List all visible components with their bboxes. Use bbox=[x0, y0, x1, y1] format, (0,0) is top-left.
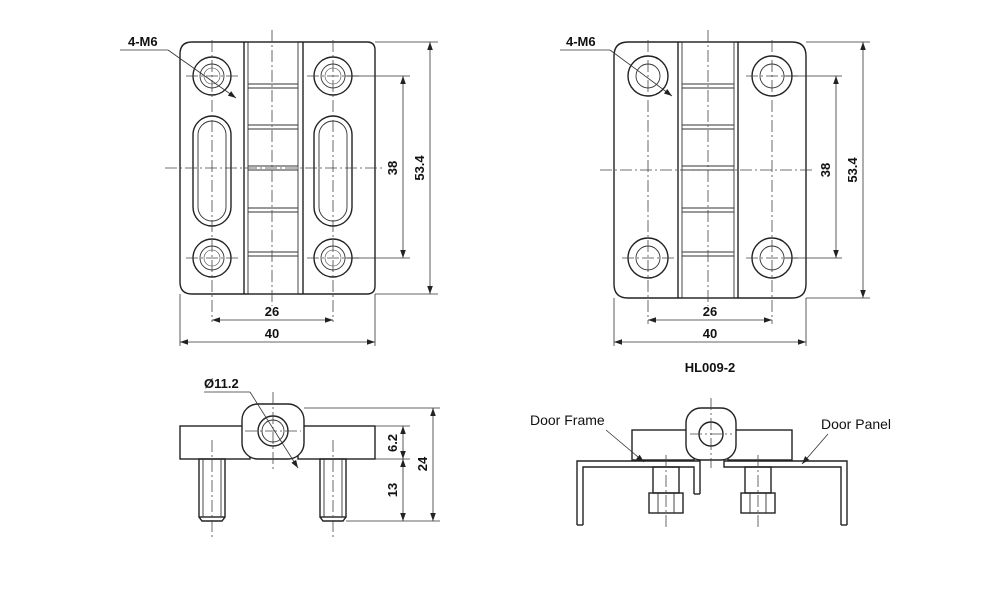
side-view: Ø11.2 6.2 13 24 bbox=[179, 376, 440, 540]
dim-plate-thickness: 6.2 bbox=[385, 434, 400, 452]
dim-width-holes: 26 bbox=[703, 304, 717, 319]
front-view-slotted: 4-M6 53.4 38 26 40 bbox=[120, 30, 438, 346]
dim-total-height: 24 bbox=[415, 456, 430, 471]
door-frame-label: Door Frame bbox=[530, 412, 605, 428]
dim-width-outer: 40 bbox=[265, 326, 279, 341]
dim-stud-length: 13 bbox=[385, 483, 400, 497]
front-view-plain: 4-M6 53.4 38 26 40 HL009-2 bbox=[560, 30, 870, 375]
knuckle-diameter: Ø11.2 bbox=[204, 376, 239, 391]
dim-height-holes: 38 bbox=[385, 161, 400, 175]
dim-width-outer: 40 bbox=[703, 326, 717, 341]
installation-view: Door Frame Door Panel bbox=[530, 398, 891, 530]
dim-height-outer: 53.4 bbox=[845, 157, 860, 183]
thread-callout: 4-M6 bbox=[566, 34, 596, 49]
dim-height-holes: 38 bbox=[818, 163, 833, 177]
dim-height-outer: 53.4 bbox=[412, 155, 427, 181]
model-label: HL009-2 bbox=[685, 360, 736, 375]
dim-width-holes: 26 bbox=[265, 304, 279, 319]
thread-callout: 4-M6 bbox=[128, 34, 158, 49]
door-panel-label: Door Panel bbox=[821, 416, 891, 432]
